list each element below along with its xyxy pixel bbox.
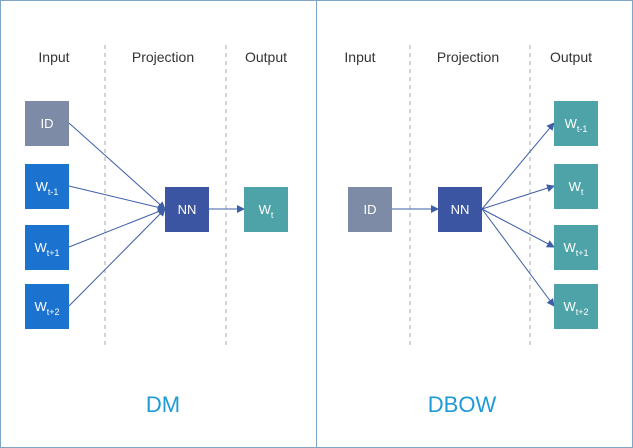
dbow-output-node: Wt+2 [554, 284, 598, 329]
dm-header-output: Output [245, 49, 287, 65]
dm-input-id-box [25, 101, 69, 146]
dm-input-id-label: ID [41, 116, 54, 131]
dm-panel-title: DM [146, 392, 180, 417]
dbow-output-box [554, 101, 598, 146]
dbow-input-id-label: ID [364, 202, 377, 217]
dm-output-node: Wt [244, 187, 288, 232]
dbow-panel-title: DBOW [428, 392, 497, 417]
dm-arrow-word-to-nn [68, 207, 166, 248]
dbow-input-id-node: ID [348, 187, 392, 232]
dbow-output-label: Wt-1 [565, 116, 588, 134]
dm-projection-node: NN [165, 187, 209, 232]
dbow-header-input: Input [344, 49, 375, 65]
dbow-output-node: Wt [554, 164, 598, 209]
dbow-projection-box [438, 187, 482, 232]
dbow-column-dividers [409, 45, 531, 345]
dm-input-word-label: Wt+2 [34, 299, 59, 317]
dm-arrow-id-to-nn [68, 122, 166, 210]
dbow-arrow-nn-to-output [481, 184, 555, 210]
dm-input-word-box [25, 225, 69, 270]
dbow-output-box [554, 284, 598, 329]
dm-input-word-box [25, 164, 69, 209]
dbow-output-label: Wt+2 [563, 299, 588, 317]
dbow-header-output: Output [550, 49, 592, 65]
dm-arrow-word-to-nn [68, 208, 166, 307]
dm-header-input: Input [38, 49, 69, 65]
dbow-output-box [554, 225, 598, 270]
dbow-input-id-box [348, 187, 392, 232]
dbow-projection-label: NN [451, 202, 470, 217]
dbow-output-label: Wt+1 [563, 240, 588, 258]
dm-output-label: Wt [259, 202, 274, 220]
dbow-header-projection: Projection [437, 49, 499, 65]
dbow-column-headers: Input Projection Output [344, 49, 592, 65]
dbow-arrow-nn-to-output [481, 208, 555, 248]
dm-projection-label: NN [178, 202, 197, 217]
dm-column-headers: Input Projection Output [38, 49, 287, 65]
dm-input-word-box [25, 284, 69, 329]
dbow-arrow-nn-to-output [481, 208, 555, 307]
dm-input-word-node: Wt+1 [25, 225, 69, 270]
dm-input-id-node: ID [25, 101, 69, 146]
dm-column-dividers [104, 45, 227, 345]
dbow-projection-node: NN [438, 187, 482, 232]
dbow-output-node: Wt-1 [554, 101, 598, 146]
dm-header-projection: Projection [132, 49, 194, 65]
dm-input-word-node: Wt+2 [25, 284, 69, 329]
connection-arrows [68, 122, 555, 307]
dbow-arrow-nn-to-output [481, 122, 555, 210]
dbow-output-box [554, 164, 598, 209]
dbow-output-node: Wt+1 [554, 225, 598, 270]
dm-input-word-node: Wt-1 [25, 164, 69, 209]
dm-projection-box [165, 187, 209, 232]
dbow-output-label: Wt [569, 179, 584, 197]
dm-input-word-label: Wt-1 [36, 179, 59, 197]
dm-input-word-label: Wt+1 [34, 240, 59, 258]
dm-output-box [244, 187, 288, 232]
dm-arrow-word-to-nn [68, 185, 166, 212]
